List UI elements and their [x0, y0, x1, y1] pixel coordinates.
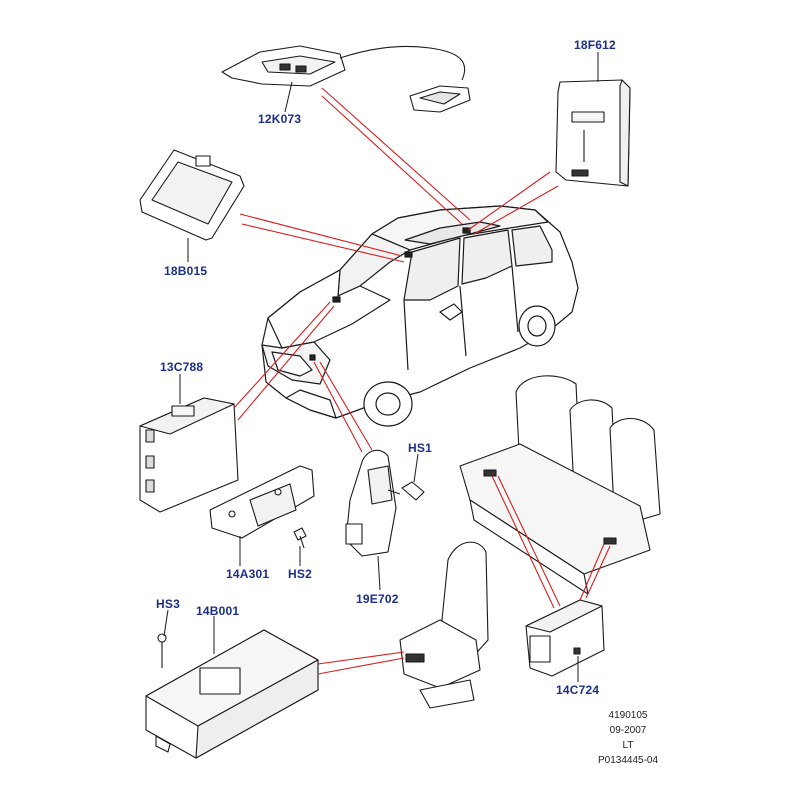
label-18b015[interactable]: 18B015: [164, 264, 208, 278]
module-18f612-illustration: [555, 79, 631, 187]
label-hs1[interactable]: HS1: [408, 441, 432, 455]
sensor-19e702-illustration: [345, 449, 425, 557]
label-12k073[interactable]: 12K073: [258, 112, 302, 126]
module-18b015-illustration: [139, 149, 245, 241]
label-hs3[interactable]: HS3: [156, 597, 180, 611]
module-14b001-illustration: [145, 629, 319, 759]
ref-date: 09-2007: [609, 725, 647, 736]
ref-code: 4190105: [608, 710, 648, 721]
module-12k073-illustration: [221, 45, 471, 113]
leader-lines: [233, 87, 611, 675]
label-19e702[interactable]: 19E702: [356, 592, 399, 606]
callout-leaders: [163, 52, 599, 682]
bracket-14a301-illustration: [209, 465, 315, 549]
module-13c788-illustration: [139, 397, 239, 513]
label-14b001[interactable]: 14B001: [196, 604, 240, 618]
label-14a301[interactable]: 14A301: [226, 567, 270, 581]
label-hs2[interactable]: HS2: [288, 567, 312, 581]
rear-seat-illustration: [459, 375, 661, 595]
ref-variant: LT: [622, 740, 634, 751]
label-18f612[interactable]: 18F612: [574, 38, 616, 52]
front-seat-illustration: [399, 541, 489, 709]
ref-doc-number: P0134445-04: [597, 755, 659, 766]
label-14c724[interactable]: 14C724: [556, 683, 600, 697]
vehicle-illustration: [261, 205, 579, 427]
label-13c788[interactable]: 13C788: [160, 360, 204, 374]
